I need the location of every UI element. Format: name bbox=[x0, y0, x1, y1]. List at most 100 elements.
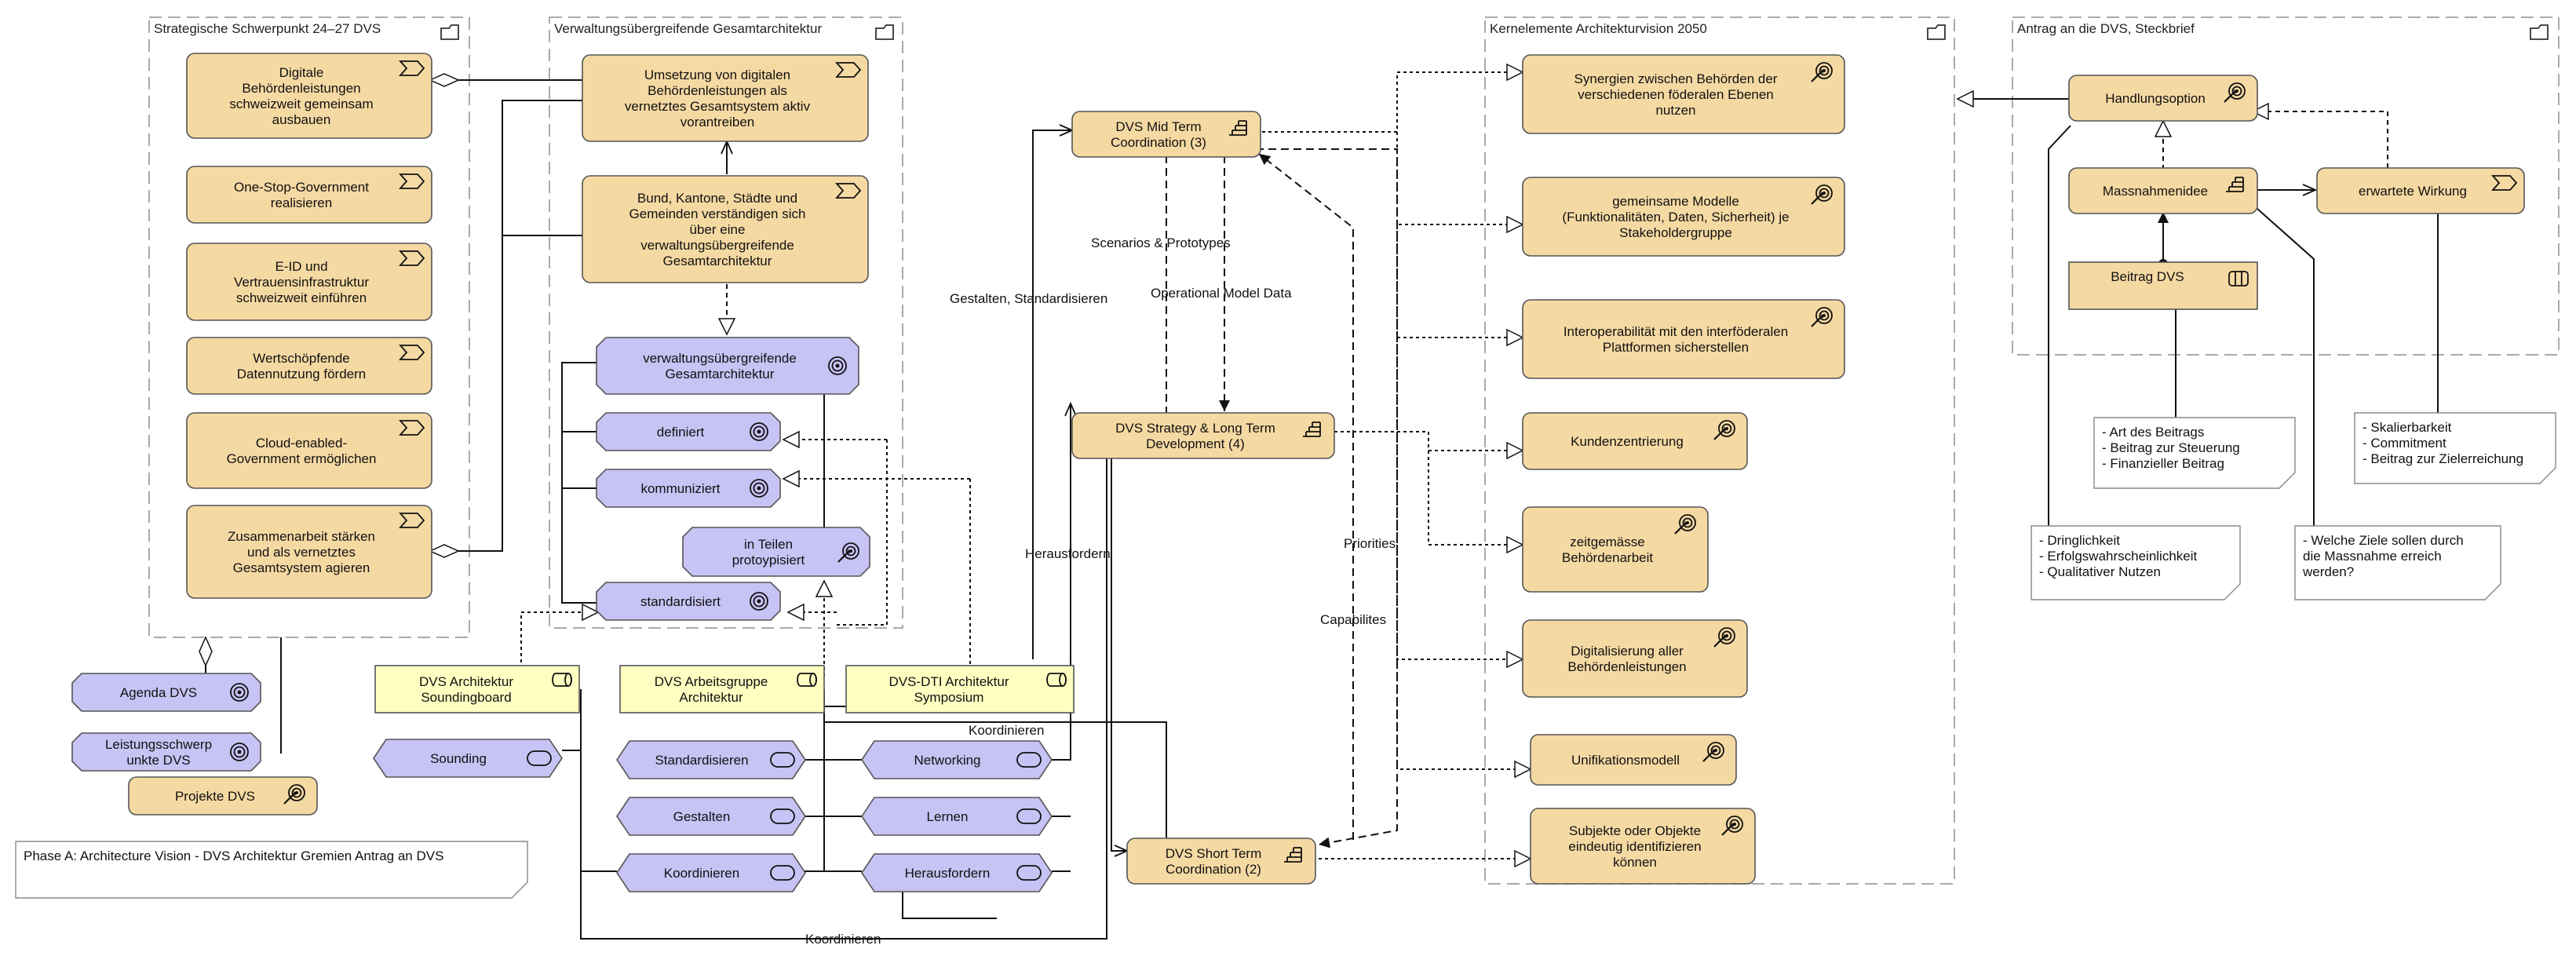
outcome-projekte[interactable]: Projekte DVS bbox=[128, 776, 318, 816]
folder-icon bbox=[2530, 24, 2549, 40]
target-icon bbox=[750, 422, 768, 441]
goal-kommuniziert[interactable]: kommuniziert bbox=[596, 469, 781, 508]
node-label: E-ID und bbox=[275, 259, 327, 274]
outcome-icon bbox=[1811, 184, 1833, 205]
influence-edge bbox=[834, 440, 888, 626]
strategic-driver-4[interactable]: Cloud-enabled-Government ermöglichen bbox=[186, 412, 432, 489]
node-label: DVS Architektur bbox=[419, 674, 513, 689]
driver-icon bbox=[834, 62, 862, 78]
goal-gesamtarchitektur[interactable]: verwaltungsübergreifendeGesamtarchitektu… bbox=[596, 337, 859, 395]
node-label: Lernen bbox=[927, 809, 969, 824]
service-gestalten[interactable]: Gestalten bbox=[616, 797, 806, 836]
goal-agenda[interactable]: Agenda DVS bbox=[71, 673, 261, 712]
influence-edge bbox=[1396, 659, 1532, 779]
proposal-handlung[interactable]: Handlungsoption bbox=[2068, 75, 2258, 122]
proposal-beitrag[interactable]: Beitrag DVS bbox=[2068, 261, 2258, 310]
node-label: Gesamtarchitektur bbox=[666, 367, 775, 381]
vision-item-0[interactable]: Synergien zwischen Behörden derverschied… bbox=[1522, 54, 1845, 134]
node-label: verwaltungsübergreifende bbox=[640, 238, 794, 253]
node-label: DVS Mid Term bbox=[1115, 119, 1201, 134]
service-herausfordern[interactable]: Herausfordern bbox=[861, 853, 1053, 892]
note-line: - Beitrag zur Zielerreichung bbox=[2363, 451, 2523, 466]
folder-icon bbox=[1927, 24, 1946, 40]
association-edge bbox=[2257, 208, 2315, 526]
node-label: ausbauen bbox=[272, 112, 331, 127]
composition-edge bbox=[561, 362, 597, 604]
node-label: Standardisieren bbox=[655, 753, 748, 768]
note-wirkung: - Skalierbarkeit- Commitment- Beitrag zu… bbox=[2354, 412, 2556, 484]
influence-edge bbox=[1396, 224, 1524, 347]
note-phase: Phase A: Architecture Vision - DVS Archi… bbox=[15, 841, 528, 899]
node-label: vorantreiben bbox=[680, 115, 755, 130]
influence-edge bbox=[2251, 102, 2388, 168]
node-label: Agenda DVS bbox=[120, 685, 197, 700]
node-label: DVS Arbeitsgruppe bbox=[655, 674, 768, 689]
edge-label-gestalten: Gestalten, Standardisieren bbox=[950, 291, 1107, 306]
service-koordinieren[interactable]: Koordinieren bbox=[616, 853, 806, 892]
note-line: - Beitrag zur Steuerung bbox=[2102, 440, 2240, 455]
node-label: Behördenleistungen als bbox=[648, 83, 787, 98]
arch-umsetzung[interactable]: Umsetzung von digitalenBehördenleistunge… bbox=[582, 54, 869, 142]
node-label: kommuniziert bbox=[640, 481, 720, 496]
node-label: über eine bbox=[690, 222, 746, 237]
node-label: Bund, Kantone, Städte und bbox=[637, 191, 797, 206]
target-icon bbox=[230, 743, 249, 761]
folder-icon bbox=[440, 24, 459, 40]
svg-text:Strategische Schwerpunkt 24–27: Strategische Schwerpunkt 24–27 DVS bbox=[154, 21, 381, 36]
serving-edge bbox=[1032, 130, 1072, 659]
service-icon bbox=[770, 865, 795, 881]
serving-edge bbox=[1111, 429, 1127, 851]
driver-icon bbox=[398, 420, 425, 436]
service-sounding[interactable]: Sounding bbox=[373, 739, 563, 778]
vision-item-3[interactable]: Kundenzentrierung bbox=[1522, 412, 1748, 470]
goal-definiert[interactable]: definiert bbox=[596, 412, 781, 451]
node-label: Coordination (3) bbox=[1111, 135, 1206, 150]
svg-text:Kernelemente Architekturvision: Kernelemente Architekturvision 2050 bbox=[1490, 21, 1707, 36]
note-line: - Finanzieller Beitrag bbox=[2102, 456, 2224, 471]
proposal-wirkung[interactable]: erwartete Wirkung bbox=[2316, 167, 2525, 214]
node-label: Projekte DVS bbox=[175, 789, 255, 804]
serving-edge bbox=[824, 721, 1167, 841]
outcome-icon bbox=[1811, 307, 1833, 327]
service-lernen[interactable]: Lernen bbox=[861, 797, 1053, 836]
outcome-icon bbox=[1811, 62, 1833, 82]
proposal-massnahme[interactable]: Massnahmenidee bbox=[2068, 167, 2258, 214]
node-label: Stakeholdergruppe bbox=[1619, 225, 1732, 240]
outcome-icon bbox=[2224, 82, 2246, 103]
node-label: nutzen bbox=[1655, 103, 1695, 118]
service-icon bbox=[770, 752, 795, 768]
strategic-driver-2[interactable]: E-ID undVertrauensinfrastrukturschweizwe… bbox=[186, 243, 432, 321]
node-label: gemeinsame Modelle bbox=[1612, 194, 1739, 209]
group-strategic: Strategische Schwerpunkt 24–27 DVS bbox=[148, 16, 470, 638]
vision-item-1[interactable]: gemeinsame Modelle(Funktionalitäten, Dat… bbox=[1522, 177, 1845, 257]
node-label: Leistungsschwerp bbox=[105, 737, 212, 752]
service-standardisieren[interactable]: Standardisieren bbox=[616, 740, 806, 779]
vision-item-2[interactable]: Interoperabilität mit den interföderalen… bbox=[1522, 299, 1845, 379]
node-label: Symposium bbox=[914, 690, 984, 705]
node-label: standardisiert bbox=[640, 594, 721, 609]
note-line: - Qualitativer Nutzen bbox=[2039, 564, 2161, 579]
plateau-icon bbox=[2226, 177, 2244, 192]
goal-standardisiert[interactable]: standardisiert bbox=[596, 582, 781, 621]
service-networking[interactable]: Networking bbox=[861, 740, 1053, 779]
vision-item-6[interactable]: Unifikationsmodell bbox=[1530, 734, 1737, 786]
node-label: Gestalten bbox=[673, 809, 731, 824]
target-icon bbox=[750, 479, 768, 498]
